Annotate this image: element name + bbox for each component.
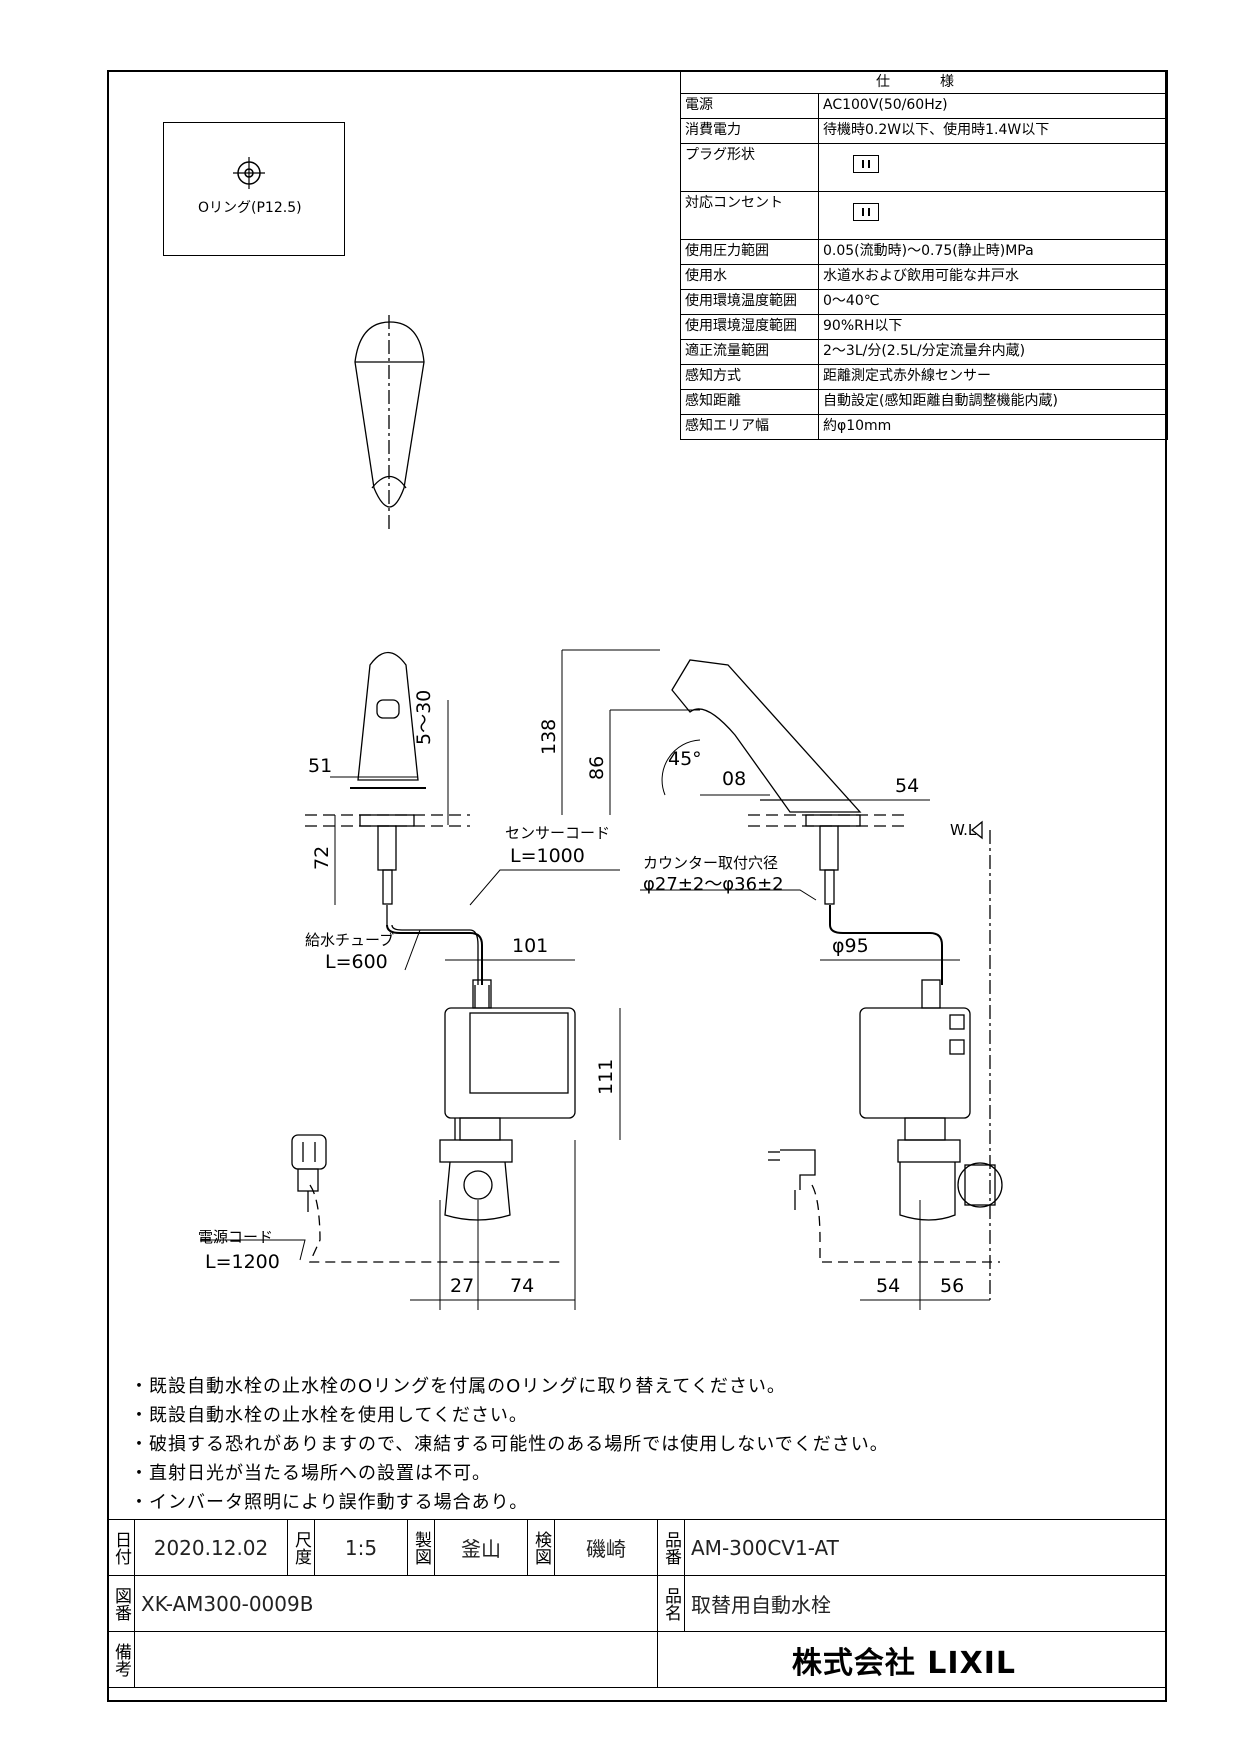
remarks-label: 備考 [107,1631,135,1688]
dim-74: 74 [510,1275,534,1297]
part-name: 取替用自動水栓 [684,1575,1167,1632]
spec-value: 約φ10mm [818,414,1168,440]
spec-value: 水道水および飲用可能な井戸水 [818,264,1168,290]
drawing-frame [107,70,1167,1702]
supply-tube-label: 給水チューブ [305,931,394,949]
dim-08: 08 [722,768,746,790]
dim-54-bottom: 54 [876,1275,900,1297]
dim-27: 27 [450,1275,474,1297]
drawn-by: 釜山 [434,1519,528,1576]
dim-5-30: 5～30 [413,690,435,745]
scale-value: 1:5 [314,1519,408,1576]
spec-value: 0.05(流動時)～0.75(静止時)MPa [818,239,1168,265]
dim-86: 86 [586,756,608,780]
power-plug-front [291,1134,327,1212]
spec-key: プラグ形状 [680,143,819,192]
spec-value: 2～3L/分(2.5L/分定流量弁内蔵) [818,339,1168,365]
faucet-side-view [671,659,1003,1300]
spec-key: 感知エリア幅 [680,414,819,440]
spec-value: 0～40℃ [818,289,1168,315]
part-no: AM-300CV1-AT [684,1519,1167,1576]
drawing-no: XK-AM300-0009B [134,1575,658,1632]
spec-key: 使用圧力範囲 [680,239,819,265]
part-no-label: 品番 [657,1519,685,1576]
sensor-cord-length: L=1000 [510,845,585,867]
oring-detail: Oリング(P12.5) [163,122,345,256]
date-label: 日付 [107,1519,135,1576]
note-item: 直射日光が当たる場所への設置は不可。 [130,1459,889,1488]
dim-72: 72 [311,846,333,870]
dim-45: 45° [668,748,702,770]
faucet-front-view [305,651,576,1263]
plug-icon [853,155,879,173]
company-logo: 株式会社 LIXIL [657,1631,1167,1688]
dim-138: 138 [538,719,560,755]
dim-111: 111 [595,1059,617,1095]
drawn-label: 製図 [407,1519,435,1576]
counter-hole-label: カウンター取付穴径 [643,854,778,872]
power-cord-label: 電源コード [198,1228,273,1246]
power-cord-length: L=1200 [205,1251,280,1273]
spec-key: 感知距離 [680,389,819,415]
date-value: 2020.12.02 [134,1519,288,1576]
technical-drawing: 51 5～30 72 138 86 45° 08 54 W.L センサーコード … [198,315,1003,1310]
dim-56: 56 [940,1275,964,1297]
wl-label: W.L [950,821,977,839]
supply-tube-length: L=600 [325,951,388,973]
spec-key: 対応コンセント [680,191,819,240]
spec-key: 使用水 [680,264,819,290]
dim-95: φ95 [832,935,869,957]
note-item: 既設自動水栓の止水栓のOリングを付属のOリングに取り替えてください。 [130,1372,889,1401]
oring-label: Oリング(P12.5) [198,200,302,216]
dim-54-top: 54 [895,775,919,797]
notes: 既設自動水栓の止水栓のOリングを付属のOリングに取り替えてください。 既設自動水… [130,1372,889,1517]
counter-hole-dim: φ27±2～φ36±2 [643,874,784,895]
dimension-labels: 51 5～30 72 138 86 45° 08 54 W.L センサーコード … [198,690,977,1297]
oring-symbol [233,157,265,189]
spec-key: 感知方式 [680,364,819,390]
spec-value-outlet [818,191,1168,240]
spec-key: 電源 [680,93,819,119]
scale-label: 尺度 [287,1519,315,1576]
dimension-lines [200,649,990,1310]
part-name-label: 品名 [657,1575,685,1632]
drawing-no-label: 図番 [107,1575,135,1632]
note-item: 既設自動水栓の止水栓を使用してください。 [130,1401,889,1430]
sensor-cord-label: センサーコード [505,824,610,842]
spec-key: 消費電力 [680,118,819,144]
spec-key: 使用環境温度範囲 [680,289,819,315]
spec-value: 距離測定式赤外線センサー [818,364,1168,390]
spec-value: 待機時0.2W以下、使用時1.4W以下 [818,118,1168,144]
remarks-value [134,1631,658,1688]
title-block: 日付 2020.12.02 尺度 1:5 製図 釜山 検図 磯崎 品番 AM-3… [107,1519,1167,1688]
outlet-icon [853,203,879,221]
note-item: 破損する恐れがありますので、凍結する可能性のある場所では使用しないでください。 [130,1430,889,1459]
dim-101: 101 [512,935,548,957]
faucet-top-view [354,315,425,530]
checked-by: 磯崎 [554,1519,658,1576]
note-item: インバータ照明により誤作動する場合あり。 [130,1488,889,1517]
dim-51: 51 [308,755,332,777]
checked-label: 検図 [527,1519,555,1576]
